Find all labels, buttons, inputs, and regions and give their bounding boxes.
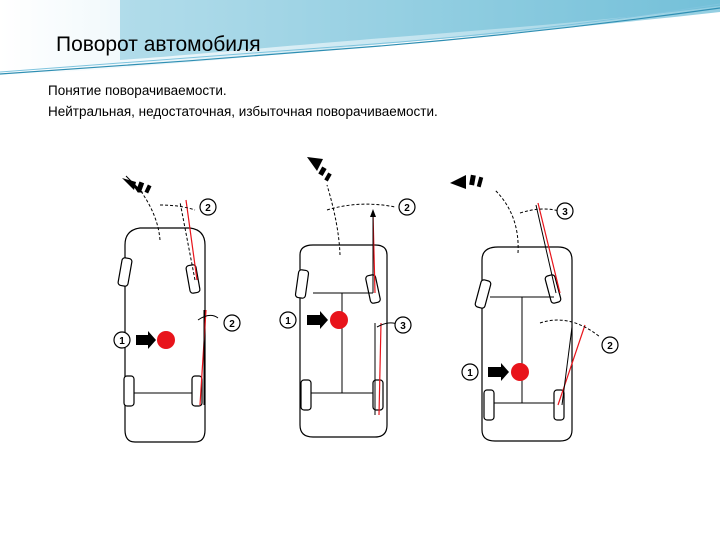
center-of-mass-marker xyxy=(157,331,175,349)
rear-right-wheel xyxy=(191,375,203,407)
wheel-direction-line xyxy=(185,199,198,281)
front-left-wheel xyxy=(294,269,310,299)
center-of-mass-marker xyxy=(330,311,348,329)
diagram-oversteer: 3 2 1 xyxy=(440,165,628,445)
marker-circle: 1 xyxy=(113,331,131,349)
car-body-outline xyxy=(299,244,388,438)
svg-text:1: 1 xyxy=(119,336,125,347)
slide-subtitle: Понятие поворачиваемости. Нейтральная, н… xyxy=(48,80,438,122)
marker-circle: 3 xyxy=(556,202,574,220)
travel-arrow-icon xyxy=(450,174,484,189)
slide-title: Поворот автомобиля xyxy=(56,33,261,56)
subtitle-line-1: Понятие поворачиваемости. xyxy=(48,83,227,98)
rear-left-wheel xyxy=(483,389,495,421)
force-arrow-icon xyxy=(136,331,156,349)
marker-circle: 2 xyxy=(398,198,416,216)
car-body-outline xyxy=(481,246,573,442)
diagram-neutral-steer: 2 1 2 xyxy=(100,160,250,445)
marker-circle: 3 xyxy=(394,316,412,334)
car-body-outline xyxy=(124,227,206,443)
svg-text:1: 1 xyxy=(285,316,291,327)
rear-right-wheel xyxy=(553,389,565,421)
diagram-understeer: 2 1 3 xyxy=(265,145,430,445)
travel-arrow-icon xyxy=(307,157,332,182)
front-left-wheel xyxy=(117,257,133,287)
marker-circle: 1 xyxy=(461,363,479,381)
svg-text:2: 2 xyxy=(229,319,235,330)
marker-circle: 2 xyxy=(223,314,241,332)
subtitle-line-2: Нейтральная, недостаточная, избыточная п… xyxy=(48,104,438,119)
header-wave-decoration xyxy=(0,0,720,76)
center-of-mass-marker xyxy=(511,363,529,381)
svg-text:1: 1 xyxy=(467,368,473,379)
wheel-direction-line xyxy=(537,202,561,294)
rear-left-wheel xyxy=(123,375,135,407)
svg-text:2: 2 xyxy=(205,203,211,214)
marker-circle: 2 xyxy=(199,198,217,216)
force-arrow-icon xyxy=(488,363,509,381)
svg-text:2: 2 xyxy=(607,341,613,352)
svg-text:3: 3 xyxy=(562,207,568,218)
force-arrow-icon xyxy=(307,311,328,329)
front-left-wheel xyxy=(474,279,492,309)
marker-circle: 1 xyxy=(279,311,297,329)
front-right-wheel xyxy=(544,274,562,304)
marker-circle: 2 xyxy=(601,336,619,354)
svg-text:3: 3 xyxy=(400,321,406,332)
svg-text:2: 2 xyxy=(404,203,410,214)
travel-arrow-icon xyxy=(122,178,152,194)
rear-left-wheel xyxy=(300,379,312,411)
